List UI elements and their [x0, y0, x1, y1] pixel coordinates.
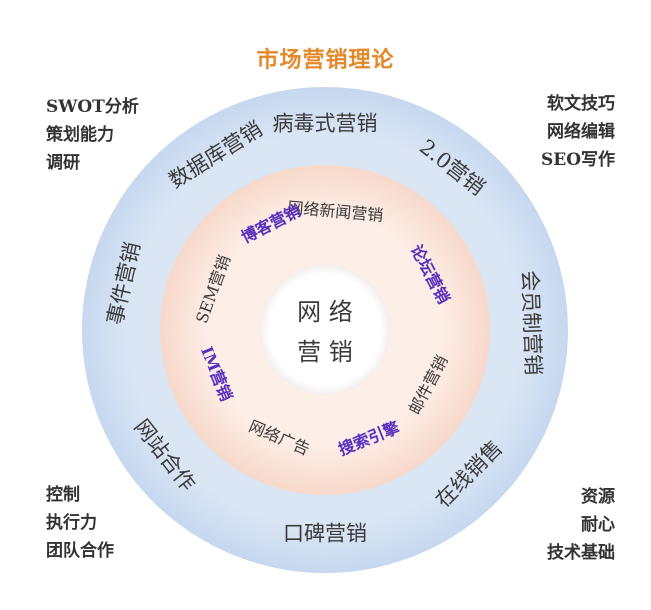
corner-item: SEO写作 — [540, 150, 615, 170]
center-circle — [260, 265, 390, 395]
corner-bottom-left: 控制 执行力 团队合作 — [46, 481, 114, 565]
corner-item: 策划能力 — [46, 125, 114, 145]
outer-ring-label: 病毒式营销 — [273, 112, 378, 136]
corner-item: 技术基础 — [547, 543, 615, 563]
corner-item: 软文技巧 — [547, 94, 615, 114]
corner-item: 资源 — [581, 487, 615, 507]
diagram-title: 市场营销理论 — [256, 47, 395, 73]
center-label-line2: 营 销 — [297, 338, 353, 366]
corner-item: 控制 — [46, 485, 80, 505]
corner-top-left: SWOT分析 策划能力 调研 — [46, 93, 139, 177]
corner-top-right: 软文技巧 网络编辑 SEO写作 — [541, 90, 615, 174]
outer-ring-label: 会员制营销 — [518, 270, 546, 376]
corner-bottom-right: 资源 耐心 技术基础 — [547, 483, 615, 567]
corner-item: 耐心 — [581, 515, 615, 535]
corner-item: 网络编辑 — [547, 122, 615, 142]
center-label-line1: 网 络 — [297, 298, 353, 326]
corner-item: 执行力 — [46, 513, 97, 533]
outer-ring-label: 口碑营销 — [283, 522, 367, 546]
corner-item: 团队合作 — [46, 541, 114, 561]
corner-item: 调研 — [46, 153, 80, 173]
corner-item: SWOT分析 — [46, 97, 139, 117]
